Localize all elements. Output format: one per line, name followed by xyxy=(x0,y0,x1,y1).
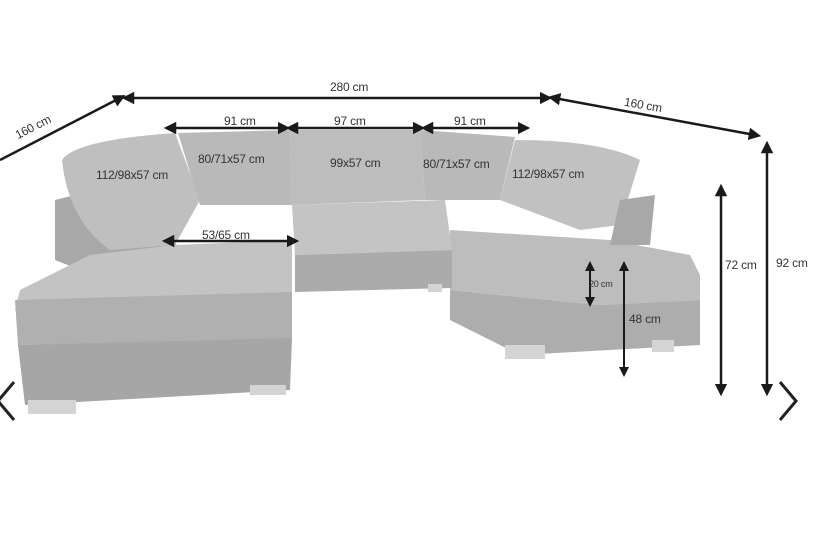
cushion-label-left-corner: 112/98x57 cm xyxy=(96,168,169,182)
chevron-left-icon xyxy=(0,381,16,421)
middle-seat-width-label: 97 cm xyxy=(334,114,366,128)
chevron-right-icon xyxy=(778,381,798,421)
left-seat-width-label: 91 cm xyxy=(224,114,256,128)
cushion-label-left-back: 80/71x57 cm xyxy=(198,152,265,166)
cushion-label-middle-back: 99x57 cm xyxy=(330,156,381,170)
back-height-label: 72 cm xyxy=(725,258,757,272)
cushion-label-right-back: 80/71x57 cm xyxy=(423,157,490,171)
overall-width-label: 280 cm xyxy=(330,80,369,94)
cushion-thickness-label: 20 cm xyxy=(589,279,613,289)
dimension-lines xyxy=(0,91,774,397)
middle-seat xyxy=(292,200,452,292)
right-seat-width-label: 91 cm xyxy=(454,114,486,128)
seat-height-label: 48 cm xyxy=(629,312,661,326)
right-chaise xyxy=(450,230,700,359)
next-image-button[interactable] xyxy=(774,376,804,426)
back-cushions xyxy=(55,130,655,270)
previous-image-button[interactable] xyxy=(0,376,22,426)
total-height-label: 92 cm xyxy=(776,256,808,270)
cushion-label-right-corner: 112/98x57 cm xyxy=(512,167,585,181)
left-chaise xyxy=(15,240,292,414)
chaise-depth-label: 53/65 cm xyxy=(202,228,250,242)
